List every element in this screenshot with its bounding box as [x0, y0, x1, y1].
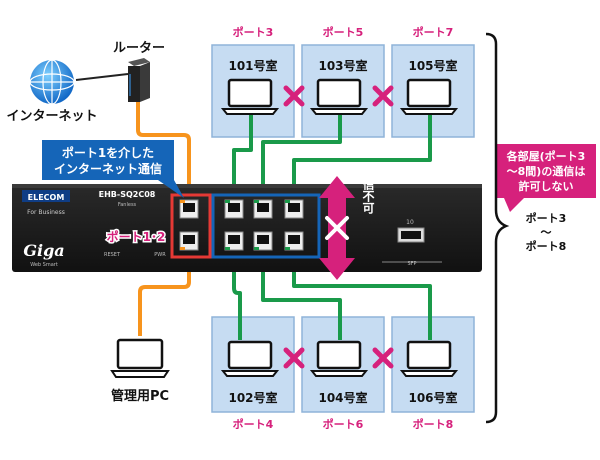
port-label-7: ポート7	[413, 25, 454, 39]
router-cable	[136, 94, 191, 208]
blocked-x-icon	[283, 347, 305, 369]
laptop-icon	[399, 340, 459, 377]
admin-pc-label: 管理用PC	[111, 388, 169, 404]
no-communication-arrow	[319, 176, 355, 280]
switch-brand: ELECOM	[28, 193, 65, 202]
admin-laptop-icon	[110, 338, 170, 378]
port-label-3: ポート3	[233, 25, 274, 39]
switch-logo-sub: Web Smart	[30, 262, 58, 268]
globe-icon	[29, 59, 75, 105]
port-10-label: 10	[406, 219, 414, 226]
sfp-label: SFP	[407, 261, 416, 267]
room-label-101: 101号室	[228, 58, 277, 73]
port3-8-highlight	[211, 193, 321, 259]
switch-logo: Giga	[23, 241, 64, 260]
router-label: ルーター	[113, 41, 165, 56]
port-range-brace	[485, 32, 510, 424]
cable-room-101	[232, 112, 253, 208]
network-switch	[12, 184, 482, 272]
laptop-icon	[309, 78, 369, 115]
switch-model-sub: Fanless	[118, 202, 137, 208]
laptop-icon	[309, 340, 369, 377]
rj45-ports	[179, 199, 304, 251]
callout-rooms	[496, 144, 596, 212]
internet-label: インターネット	[6, 109, 97, 124]
room-label-105: 105号室	[408, 58, 457, 73]
callout-port1	[42, 140, 184, 198]
port-range-line2: ～	[541, 226, 552, 239]
blocked-x-icon	[372, 347, 394, 369]
callout-rooms-line3: 許可しない	[519, 179, 574, 193]
laptop-icon	[220, 340, 280, 377]
router-icon	[128, 58, 150, 102]
laptop-icon	[399, 78, 459, 115]
blocked-marks	[283, 85, 394, 369]
reset-label: RESET	[104, 252, 121, 258]
port-range-line3: ポート8	[526, 239, 567, 253]
port-range-line1: ポート3	[526, 211, 567, 225]
room-label-106: 106号室	[408, 390, 457, 405]
switch-brand-sub: For Business	[27, 209, 65, 216]
cable-room-103	[261, 112, 342, 208]
laptop-icon	[220, 78, 280, 115]
pwr-label: PWR	[154, 252, 166, 258]
port-label-4: ポート4	[233, 417, 274, 431]
sfp-port	[397, 227, 425, 243]
port-label-6: ポート6	[323, 417, 364, 431]
port-label-5: ポート5	[323, 25, 364, 39]
room-label-104: 104号室	[318, 390, 367, 405]
port12-highlight	[170, 193, 212, 259]
port12-label: ポート1･2	[107, 229, 166, 244]
cable-room-102	[232, 238, 242, 340]
switch-model: EHB-SQ2C08	[99, 190, 156, 199]
no-comm-label: 通信不可	[361, 165, 375, 215]
callout-port1-line2: インターネット通信	[54, 161, 162, 176]
blocked-x-icon	[283, 85, 305, 107]
port-label-8: ポート8	[413, 417, 454, 431]
cables	[75, 73, 432, 340]
admin-pc-cable	[138, 238, 191, 336]
callout-port1-line1: ポート1を介した	[62, 145, 154, 160]
callout-rooms-line2: ～8間)の通信は	[507, 164, 586, 178]
room-label-103: 103号室	[318, 58, 367, 73]
room-boxes	[211, 44, 475, 413]
laptops	[110, 78, 459, 378]
internet-cable	[75, 73, 129, 81]
blocked-x-icon	[372, 85, 394, 107]
callout-rooms-line1: 各部屋(ポート3	[506, 149, 586, 163]
room-label-102: 102号室	[228, 390, 277, 405]
